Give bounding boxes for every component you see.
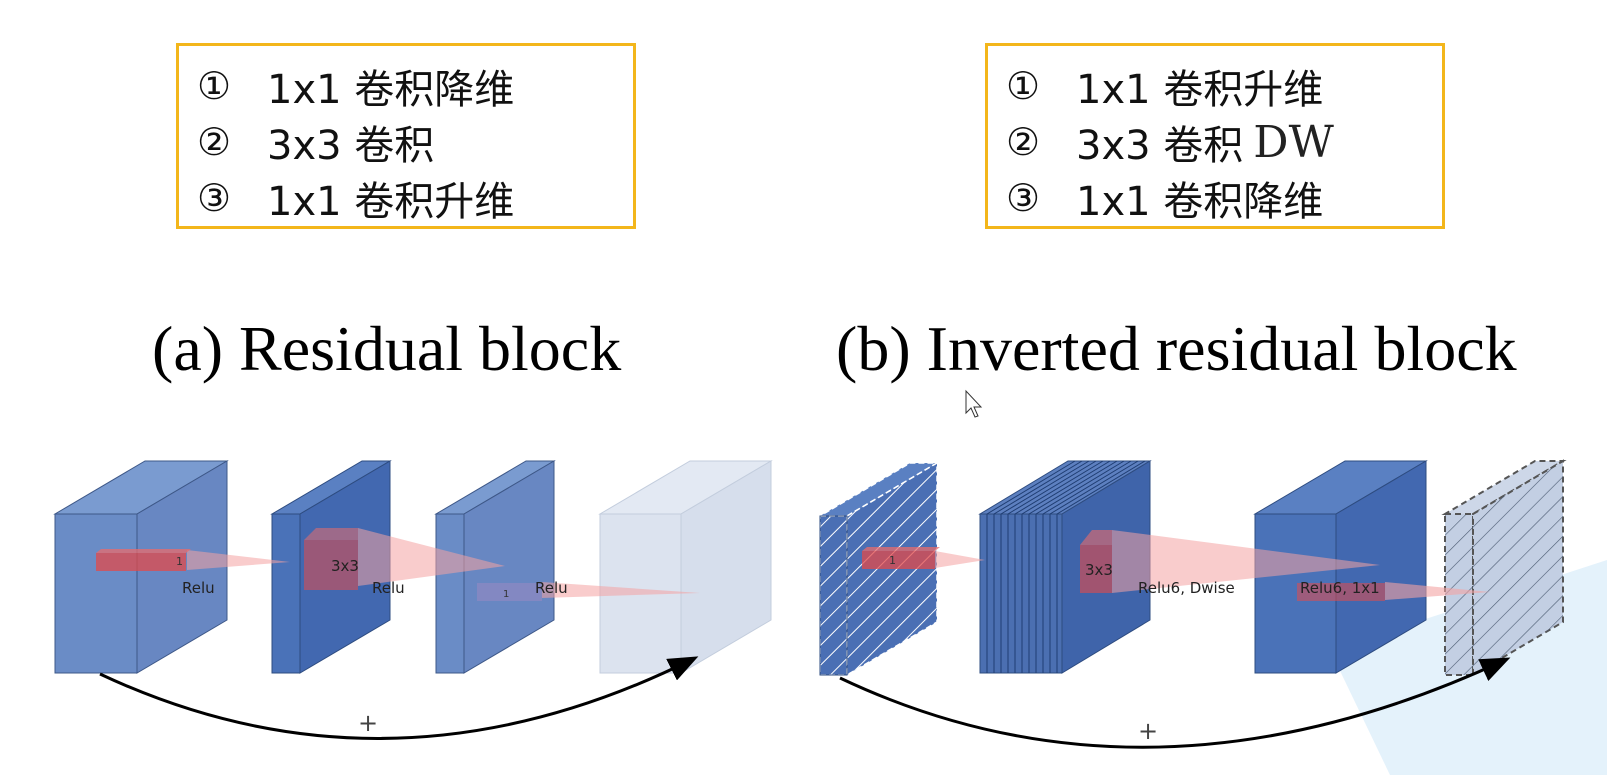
kernel-beam-3 xyxy=(542,582,700,598)
cursor-icon xyxy=(965,389,983,418)
skip-plus-a: + xyxy=(358,709,378,737)
step-text: 1x1 卷积降维 xyxy=(267,67,515,113)
kernel-1x1-b3 xyxy=(1297,583,1385,601)
kernel-beam-2 xyxy=(358,528,505,586)
kernel-1x1-b xyxy=(477,583,542,601)
kernel-3x3 xyxy=(304,528,358,590)
note-line-3: ③ 1x1 卷积降维 xyxy=(1006,170,1442,226)
note-line-3: ③ 1x1 卷积升维 xyxy=(197,170,633,226)
inverted-tensor-2 xyxy=(978,460,1152,674)
note-line-1: ① 1x1 卷积降维 xyxy=(197,58,633,114)
step-number: ① xyxy=(1006,64,1041,108)
kernel-label-1: 1 xyxy=(176,555,183,568)
note-box-residual: ① 1x1 卷积降维 ② 3x3 卷积 ③ 1x1 卷积升维 xyxy=(176,43,636,229)
residual-tensor-4 xyxy=(598,460,773,674)
step-number: ② xyxy=(197,120,232,164)
step-text: 3x3 卷积 xyxy=(267,123,435,169)
step-number: ③ xyxy=(1006,176,1041,220)
activation-label-3: Relu xyxy=(535,579,568,597)
step-text: 1x1 卷积升维 xyxy=(267,179,515,225)
kernel-1x1 xyxy=(96,549,191,571)
activation-label-2: Relu xyxy=(372,579,405,597)
kernel-beam-1 xyxy=(187,550,290,570)
activation-label-b2: Relu6, 1x1 xyxy=(1300,579,1380,597)
note-box-inverted: ① 1x1 卷积升维 ② 3x3 卷积 DW ③ 1x1 卷积降维 xyxy=(985,43,1445,229)
inverted-tensor-4 xyxy=(1441,459,1567,677)
activation-label-b1: Relu6, Dwise xyxy=(1138,579,1235,597)
dw-suffix: DW xyxy=(1253,116,1334,168)
step-text: 1x1 卷积升维 xyxy=(1076,67,1324,113)
step-text: 1x1 卷积降维 xyxy=(1076,179,1324,225)
kernel-3x3-b xyxy=(1080,530,1112,593)
skip-connection-arrow-b xyxy=(839,657,1511,749)
kernel-label-b2: 3x3 xyxy=(1085,561,1113,579)
kernel-beam-b1 xyxy=(935,551,985,568)
title-residual-block: (a) Residual block xyxy=(152,313,622,384)
skip-connection-arrow-a xyxy=(99,656,699,740)
note-line-1: ① 1x1 卷积升维 xyxy=(1006,58,1442,114)
note-line-2: ② 3x3 卷积 DW xyxy=(1006,114,1442,170)
kernel-beam-b3 xyxy=(1385,582,1490,600)
step-number: ① xyxy=(197,64,232,108)
step-number: ② xyxy=(1006,120,1041,164)
skip-plus-b: + xyxy=(1138,717,1158,745)
activation-label-1: Relu xyxy=(182,579,215,597)
note-line-2: ② 3x3 卷积 xyxy=(197,114,633,170)
kernel-label-2: 3x3 xyxy=(331,557,359,575)
kernel-1x1-b1 xyxy=(862,547,940,569)
depthwise-slices xyxy=(986,460,1146,673)
title-inverted-residual-block: (b) Inverted residual block xyxy=(836,313,1517,384)
kernel-label-b1: 1 xyxy=(889,554,896,567)
kernel-label-3: 1 xyxy=(503,589,509,600)
step-text: 3x3 卷积 xyxy=(1076,123,1244,169)
kernel-beam-b2 xyxy=(1112,530,1380,593)
step-number: ③ xyxy=(197,176,232,220)
